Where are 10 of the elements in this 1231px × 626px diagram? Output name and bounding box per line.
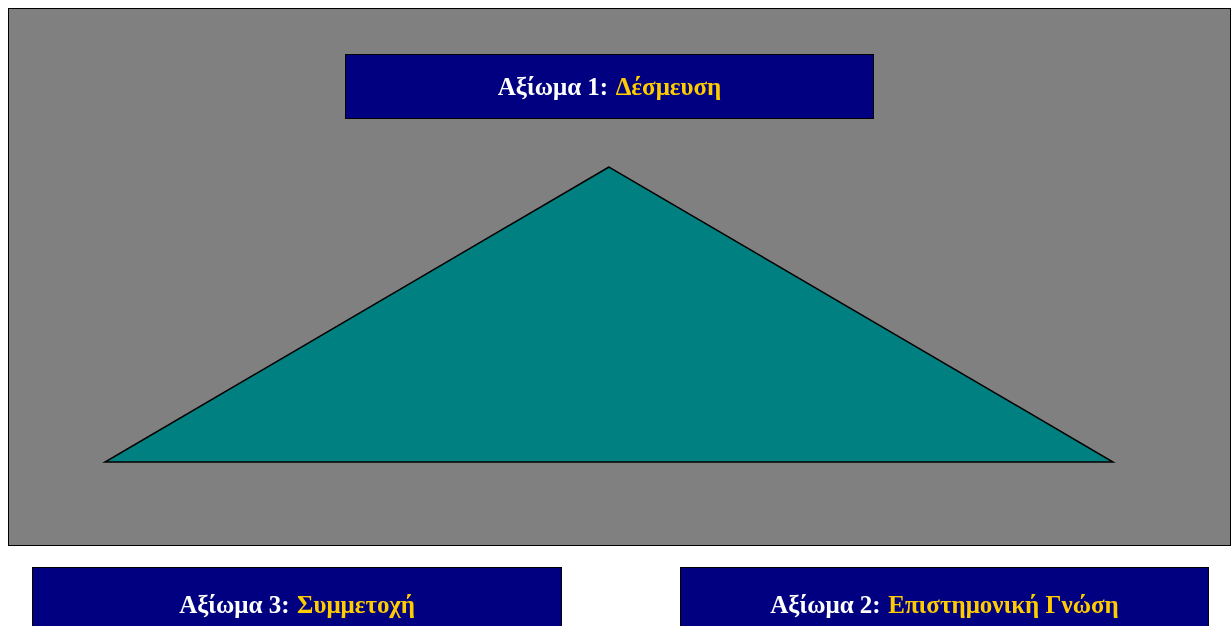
axiom-label: Αξίωμα 3: [179, 590, 290, 619]
axiom-name: Δέσμευση [615, 72, 722, 101]
axiom-label: Αξίωμα 1: [497, 72, 609, 101]
axiom-name: Συμμετοχή [297, 590, 415, 619]
background-panel [8, 8, 1231, 546]
title-box [680, 567, 1209, 626]
axiom-name: Επιστημονική Γνώση [888, 590, 1119, 619]
title-box [345, 54, 874, 119]
title-box [32, 567, 562, 626]
axiom-label: Αξίωμα 2: [770, 590, 881, 619]
